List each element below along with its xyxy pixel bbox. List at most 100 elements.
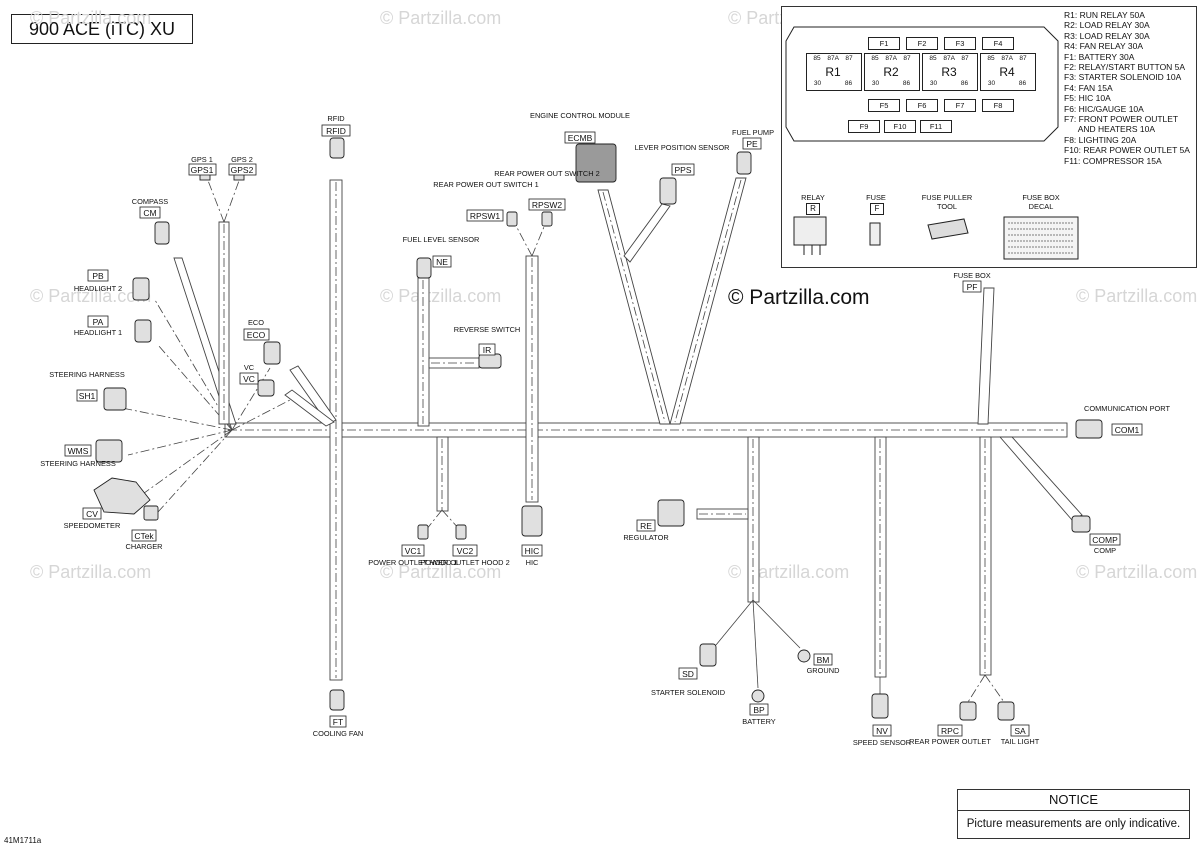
headlight2-connector-icon bbox=[132, 277, 150, 301]
rpsw2-label: REAR POWER OUT SWITCH 2 bbox=[494, 169, 599, 178]
starter-solenoid-connector-icon bbox=[699, 643, 717, 667]
hic-connector-icon bbox=[521, 505, 543, 537]
gps1-label: GPS 1 bbox=[191, 155, 213, 164]
hic-label: HIC bbox=[526, 558, 539, 567]
headlight2-label: HEADLIGHT 2 bbox=[74, 284, 122, 293]
eco-code: ECO bbox=[247, 330, 266, 340]
reverse-switch-code: IR bbox=[483, 345, 492, 355]
fuse-slot: F2 bbox=[906, 37, 938, 50]
watermark: © Partzilla.com bbox=[1076, 286, 1198, 306]
tail-light-label: TAIL LIGHT bbox=[1001, 737, 1040, 746]
communication-port-connector-icon bbox=[1075, 419, 1103, 439]
starter-solenoid-code: SD bbox=[682, 669, 694, 679]
fuse-puller-label: FUSE PULLER TOOL bbox=[921, 193, 973, 211]
pps-label: LEVER POSITION SENSOR bbox=[635, 143, 730, 152]
relay-pins-top: 85 87A 87 bbox=[813, 55, 853, 62]
rpc-code: RPC bbox=[941, 726, 959, 736]
ecm-label: ENGINE CONTROL MODULE bbox=[530, 111, 630, 120]
charger-code: CTek bbox=[134, 531, 154, 541]
watermark: © Partzilla.com bbox=[380, 562, 502, 582]
vc2-label: POWER OUTLET HOOD 2 bbox=[420, 558, 509, 567]
fuse-item-label: FUSE bbox=[866, 193, 886, 202]
watermark: © Partzilla.com bbox=[380, 286, 502, 306]
fuse-slot: F11 bbox=[920, 120, 952, 133]
notice-text: Picture measurements are only indicative… bbox=[966, 818, 1181, 830]
relay-pins-top: 85 87A 87 bbox=[929, 55, 969, 62]
legend-line: F1: BATTERY 30A bbox=[1064, 51, 1135, 62]
rpsw1-code: RPSW1 bbox=[470, 211, 501, 221]
watermark: © Partzilla.com bbox=[30, 8, 152, 28]
sh1-label: STEERING HARNESS bbox=[49, 370, 125, 379]
relay-block bbox=[864, 53, 920, 91]
legend-line: R3: LOAD RELAY 30A bbox=[1064, 30, 1150, 41]
watermark: © Partzilla.com bbox=[380, 8, 502, 28]
legend-line: F10: REAR POWER OUTLET 5A bbox=[1064, 145, 1190, 156]
fuse-item-code: F bbox=[870, 203, 884, 215]
compass-connector-icon bbox=[154, 221, 170, 245]
ground-terminal-icon bbox=[797, 649, 811, 663]
vc2-code: VC2 bbox=[457, 546, 474, 556]
hic-code: HIC bbox=[525, 546, 540, 556]
ground-label: GROUND bbox=[807, 666, 840, 675]
rpsw1-connector-icon bbox=[506, 211, 518, 227]
regulator-label: REGULATOR bbox=[623, 533, 668, 542]
sh1-connector-icon bbox=[103, 387, 127, 411]
speedometer-code: CV bbox=[86, 509, 98, 519]
reverse-switch-connector-icon bbox=[478, 353, 502, 369]
vc-connector-icon bbox=[257, 379, 275, 397]
rpsw1-label: REAR POWER OUT SWITCH 1 bbox=[433, 180, 538, 189]
cooling-fan-code: FT bbox=[333, 717, 343, 727]
relay-item-code: R bbox=[806, 203, 820, 215]
fuse-slot: F3 bbox=[944, 37, 976, 50]
fuse-slot: F9 bbox=[848, 120, 880, 133]
pps-connector-icon bbox=[659, 177, 677, 205]
watermark-main: © Partzilla.com bbox=[728, 286, 870, 309]
wms-label: STEERING HARNESS bbox=[40, 459, 116, 468]
main-harness-trunk bbox=[224, 422, 1068, 438]
compass-code: CM bbox=[143, 208, 156, 218]
speed-sensor-code: NV bbox=[876, 726, 888, 736]
rpsw2-connector-icon bbox=[541, 211, 553, 227]
connector-icons bbox=[93, 137, 1103, 721]
comp-code: COMP bbox=[1092, 535, 1118, 545]
headlight1-code: PA bbox=[93, 317, 104, 327]
fuel-level-code: NE bbox=[436, 257, 448, 267]
fuse-slot: F7 bbox=[944, 99, 976, 112]
reverse-switch-label: REVERSE SWITCH bbox=[454, 325, 521, 334]
relay-block bbox=[806, 53, 862, 91]
legend-line: F11: COMPRESSOR 15A bbox=[1064, 155, 1162, 166]
cooling-fan-label: COOLING FAN bbox=[313, 729, 364, 738]
communication-port-code: COM1 bbox=[1115, 425, 1140, 435]
legend-line: AND HEATERS 10A bbox=[1064, 124, 1156, 135]
fuse-box-decal-label: FUSE BOX DECAL bbox=[1022, 193, 1060, 211]
ecm-connector-icon bbox=[575, 143, 617, 183]
rpsw2-code: RPSW2 bbox=[532, 200, 563, 210]
relay-pins-bottom: 30 86 bbox=[813, 80, 853, 87]
fuse-slot: F5 bbox=[868, 99, 900, 112]
vc1-code: VC1 bbox=[405, 546, 422, 556]
legend-line: R1: RUN RELAY 50A bbox=[1064, 10, 1145, 20]
fuse-slot: F10 bbox=[884, 120, 916, 133]
notice-box: NOTICE Picture measurements are only ind… bbox=[957, 789, 1190, 839]
regulator-connector-icon bbox=[657, 499, 685, 527]
eco-label: ECO bbox=[248, 318, 264, 327]
fuel-level-label: FUEL LEVEL SENSOR bbox=[403, 235, 480, 244]
battery-code: BP bbox=[753, 705, 765, 715]
rpc-label: REAR POWER OUTLET bbox=[909, 737, 991, 746]
speed-sensor-connector-icon bbox=[871, 693, 889, 719]
sh1-code: SH1 bbox=[79, 391, 96, 401]
charger-connector-icon bbox=[143, 505, 159, 521]
vc1-label: POWER OUTLET HOOD 1 bbox=[368, 558, 457, 567]
watermark: © Partzilla.com bbox=[30, 286, 152, 306]
relay-name: R1 bbox=[825, 65, 841, 79]
legend-line: F7: FRONT POWER OUTLET bbox=[1064, 114, 1179, 125]
fuse-slot: F1 bbox=[868, 37, 900, 50]
figure-code: 41M1711a bbox=[4, 836, 42, 845]
cooling-fan-connector-icon bbox=[329, 689, 345, 711]
legend-line: F3: STARTER SOLENOID 10A bbox=[1064, 72, 1182, 83]
fuel-level-harness bbox=[417, 277, 430, 427]
legend-line: F4: FAN 15A bbox=[1064, 82, 1113, 93]
relay-pins-top: 85 87A 87 bbox=[871, 55, 911, 62]
legend-line: F8: LIGHTING 20A bbox=[1064, 134, 1137, 145]
